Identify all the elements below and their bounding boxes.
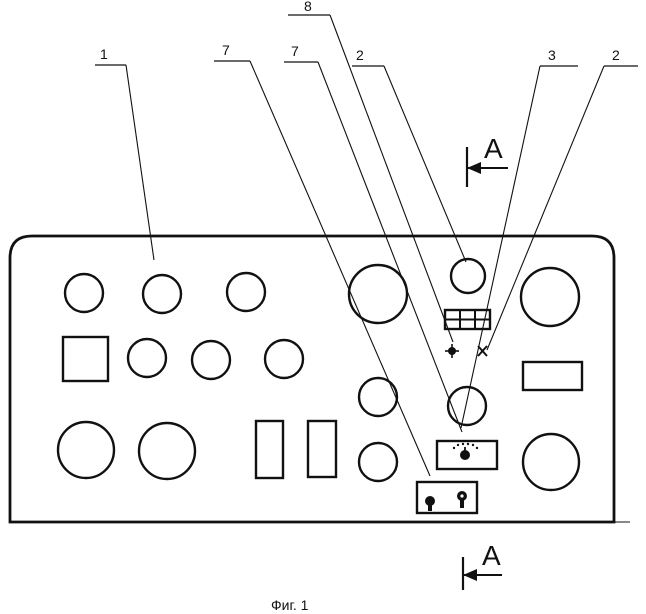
leader-2b: [487, 66, 604, 350]
label-7a: 7: [222, 42, 230, 58]
scale-dot: [476, 447, 478, 449]
dial-row1-2: [143, 275, 181, 313]
leader-3: [461, 66, 540, 428]
square-indicator: [63, 337, 108, 381]
label-numbers: 1 7 7 8 2 3 2: [100, 0, 620, 63]
leader-2a: [384, 66, 466, 262]
dial-large-bottom-left-1: [58, 422, 114, 478]
label-2a: 2: [356, 47, 364, 63]
switch-indicator: [478, 346, 487, 356]
figure-caption: Фиг. 1: [271, 597, 309, 613]
label-7b: 7: [291, 43, 299, 59]
dial-large-bottom-left-2: [139, 423, 195, 479]
label-3: 3: [548, 47, 556, 63]
section-letter-bottom: A: [482, 540, 501, 571]
dial-row2-3: [265, 340, 303, 378]
dial-center-small-2: [359, 443, 397, 481]
vertical-indicator-1: [256, 421, 283, 478]
dial-large-center: [349, 265, 407, 323]
toggle-stem-2: [460, 496, 464, 508]
rotary-selector-box: [437, 441, 497, 469]
section-arrowhead-top: [467, 162, 481, 174]
dial-row2-2: [192, 341, 230, 379]
toggle-switch-box: [417, 482, 477, 513]
dial-large-right-bottom: [523, 434, 579, 490]
dial-element-3: [448, 387, 486, 425]
horizontal-indicator-right: [523, 362, 582, 390]
dial-center-small-1: [359, 378, 397, 416]
section-mark-bottom: A: [463, 540, 502, 590]
leader-7a: [250, 61, 430, 476]
label-2b: 2: [612, 47, 620, 63]
scale-dot: [472, 444, 474, 446]
section-letter-top: A: [484, 133, 503, 164]
dial-large-right-top: [521, 268, 579, 326]
toggle-hub-2: [460, 494, 463, 497]
vertical-indicator-2: [308, 421, 336, 477]
dial-row2-1: [128, 339, 166, 377]
scale-dot: [462, 443, 464, 445]
small-indicators: [445, 344, 487, 358]
label-shelves: [95, 15, 638, 66]
lamp-indicator: [445, 344, 459, 358]
label-8: 8: [304, 0, 312, 14]
scale-dot: [467, 443, 469, 445]
leader-1: [126, 65, 154, 260]
leader-lines: [126, 15, 604, 476]
toggle-stem-1: [428, 501, 432, 511]
instruments: [58, 259, 579, 490]
scale-dot: [457, 444, 459, 446]
scale-dot: [453, 447, 455, 449]
rect-indicators: [63, 337, 582, 478]
section-arrowhead-bottom: [463, 569, 477, 581]
dial-row1-3: [227, 273, 265, 311]
section-mark-top: A: [467, 133, 508, 187]
label-1: 1: [100, 46, 108, 62]
toggle-box-frame: [417, 482, 477, 513]
leader-7b: [318, 62, 462, 432]
dial-element-2a: [451, 259, 485, 293]
dial-row1-1: [65, 274, 103, 312]
